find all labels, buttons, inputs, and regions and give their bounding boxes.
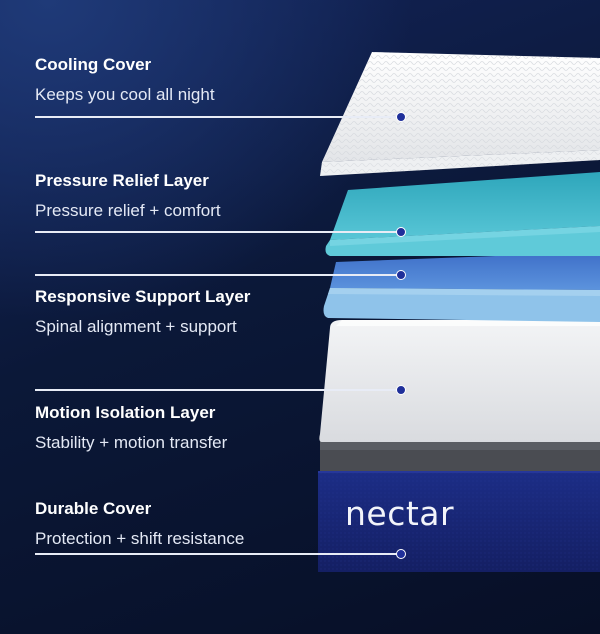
- marker-dot-durable-cover: [396, 549, 406, 559]
- motion-isolation-layer: [319, 320, 600, 442]
- responsive-support-layer: [323, 252, 600, 322]
- layer-description: Pressure relief + comfort: [35, 201, 221, 220]
- leader-line-responsive-support: [35, 274, 401, 276]
- label-cooling-cover: Cooling Cover Keeps you cool all night: [35, 55, 215, 105]
- durable-cover-layer: [318, 440, 600, 572]
- layer-title: Responsive Support Layer: [35, 287, 251, 306]
- label-pressure-relief: Pressure Relief Layer Pressure relief + …: [35, 171, 221, 221]
- layer-title: Motion Isolation Layer: [35, 403, 216, 422]
- marker-dot-cooling-cover: [396, 112, 406, 122]
- leader-line-cooling-cover: [35, 116, 401, 118]
- nectar-logo: nectar: [345, 494, 455, 533]
- label-durable-cover: Durable Cover Protection + shift resista…: [35, 499, 244, 549]
- layer-description: Spinal alignment + support: [35, 317, 237, 336]
- layer-title: Pressure Relief Layer: [35, 171, 209, 190]
- leader-line-motion-isolation: [35, 389, 401, 391]
- leader-line-pressure-relief: [35, 231, 401, 233]
- cooling-cover-layer: [320, 52, 600, 176]
- layer-description: Keeps you cool all night: [35, 85, 215, 104]
- label-motion-isolation: Motion Isolation Layer Stability + motio…: [35, 403, 227, 453]
- label-responsive-support: Responsive Support Layer Spinal alignmen…: [35, 287, 250, 337]
- marker-dot-pressure-relief: [396, 227, 406, 237]
- leader-line-durable-cover: [35, 553, 401, 555]
- pressure-relief-layer: [325, 172, 600, 256]
- marker-dot-motion-isolation: [396, 385, 406, 395]
- marker-dot-responsive-support: [396, 270, 406, 280]
- layer-description: Stability + motion transfer: [35, 433, 228, 452]
- layer-title: Cooling Cover: [35, 55, 152, 74]
- layer-title: Durable Cover: [35, 499, 152, 518]
- layer-description: Protection + shift resistance: [35, 529, 245, 548]
